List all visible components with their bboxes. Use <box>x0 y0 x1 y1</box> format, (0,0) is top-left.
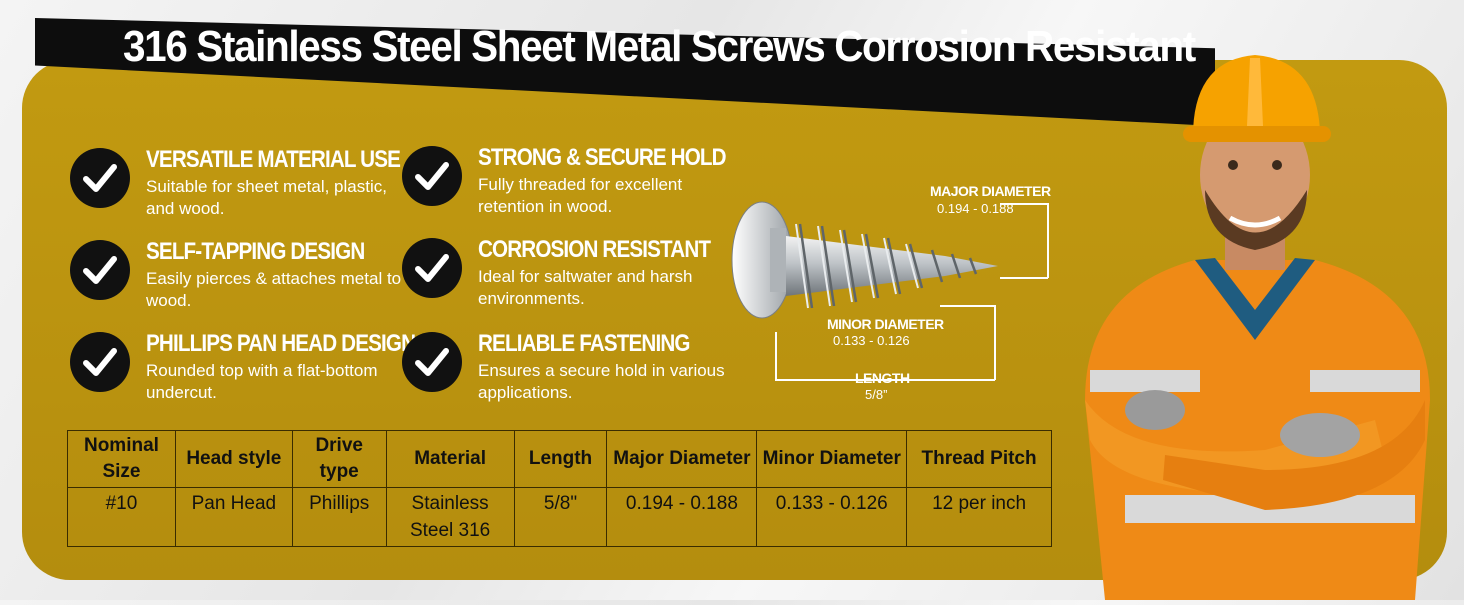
major-dim-line <box>1000 203 1048 205</box>
length-dim-line <box>775 379 995 381</box>
feature-title: PHILLIPS PAN HEAD DESIGN <box>146 330 416 357</box>
table-header-row: Nominal Size Head style Drive type Mater… <box>67 430 1052 488</box>
minor-diameter-label: MINOR DIAMETER <box>827 316 944 332</box>
construction-worker-image <box>1045 40 1464 600</box>
feature-corrosion-resistant: CORROSION RESISTANT Ideal for saltwater … <box>402 236 722 318</box>
feature-description: Ensures a secure hold in various applica… <box>478 361 725 402</box>
feature-title: SELF-TAPPING DESIGN <box>146 238 365 265</box>
length-dim-line <box>775 332 777 380</box>
feature-description: Suitable for sheet metal, plastic, and w… <box>146 177 387 218</box>
feature-title: CORROSION RESISTANT <box>478 236 711 263</box>
table-header: Head style <box>174 430 293 488</box>
feature-self-tapping: SELF-TAPPING DESIGN Easily pierces & att… <box>70 238 401 320</box>
table-header: Material <box>385 430 515 488</box>
feature-phillips-pan-head: PHILLIPS PAN HEAD DESIGN Rounded top wit… <box>70 330 416 412</box>
feature-strong-hold: STRONG & SECURE HOLD Fully threaded for … <box>402 144 727 226</box>
feature-reliable-fastening: RELIABLE FASTENING Ensures a secure hold… <box>402 330 725 412</box>
length-label: LENGTH <box>855 370 910 386</box>
checkmark-icon <box>70 148 130 208</box>
feature-description: Fully threaded for excellent retention i… <box>478 175 683 216</box>
major-diameter-label: MAJOR DIAMETER <box>930 183 1051 199</box>
checkmark-icon <box>70 332 130 392</box>
table-cell: Pan Head <box>174 487 293 547</box>
minor-dim-line <box>940 305 995 307</box>
major-diameter-value: 0.194 - 0.188 <box>937 201 1014 216</box>
table-header: Drive type <box>291 430 387 488</box>
checkmark-icon <box>402 332 462 392</box>
table-header: Length <box>513 430 608 488</box>
table-row: #10 Pan Head Phillips Stainless Steel 31… <box>67 487 1052 547</box>
table-cell: 12 per inch <box>906 487 1052 547</box>
major-dim-line <box>1000 277 1048 279</box>
minor-dim-line <box>994 305 996 380</box>
feature-title: STRONG & SECURE HOLD <box>478 144 727 171</box>
screw-illustration <box>730 200 1030 340</box>
table-cell: 0.133 - 0.126 <box>756 487 908 547</box>
table-cell: 5/8" <box>513 487 608 547</box>
feature-description: Easily pierces & attaches metal to wood. <box>146 269 402 310</box>
checkmark-icon <box>70 240 130 300</box>
feature-versatile-material: VERSATILE MATERIAL USE Suitable for shee… <box>70 146 401 228</box>
table-header: Major Diameter <box>606 430 758 488</box>
page-title: 316 Stainless Steel Sheet Metal Screws C… <box>123 22 1196 71</box>
spec-table: Nominal Size Head style Drive type Mater… <box>67 430 1052 547</box>
table-header: Minor Diameter <box>756 430 908 488</box>
checkmark-icon <box>402 238 462 298</box>
table-header: Nominal Size <box>67 430 176 488</box>
table-cell: #10 <box>67 487 176 547</box>
checkmark-icon <box>402 146 462 206</box>
feature-description: Rounded top with a flat-bottom undercut. <box>146 361 378 402</box>
length-value: 5/8” <box>865 387 888 402</box>
table-cell: Phillips <box>291 487 387 547</box>
feature-description: Ideal for saltwater and harsh environmen… <box>478 267 693 308</box>
table-cell: 0.194 - 0.188 <box>606 487 758 547</box>
feature-title: RELIABLE FASTENING <box>478 330 690 357</box>
major-dim-line <box>1047 203 1049 278</box>
table-header: Thread Pitch <box>906 430 1052 488</box>
table-cell: Stainless Steel 316 <box>385 487 515 547</box>
minor-diameter-value: 0.133 - 0.126 <box>833 333 910 348</box>
feature-title: VERSATILE MATERIAL USE <box>146 146 401 173</box>
